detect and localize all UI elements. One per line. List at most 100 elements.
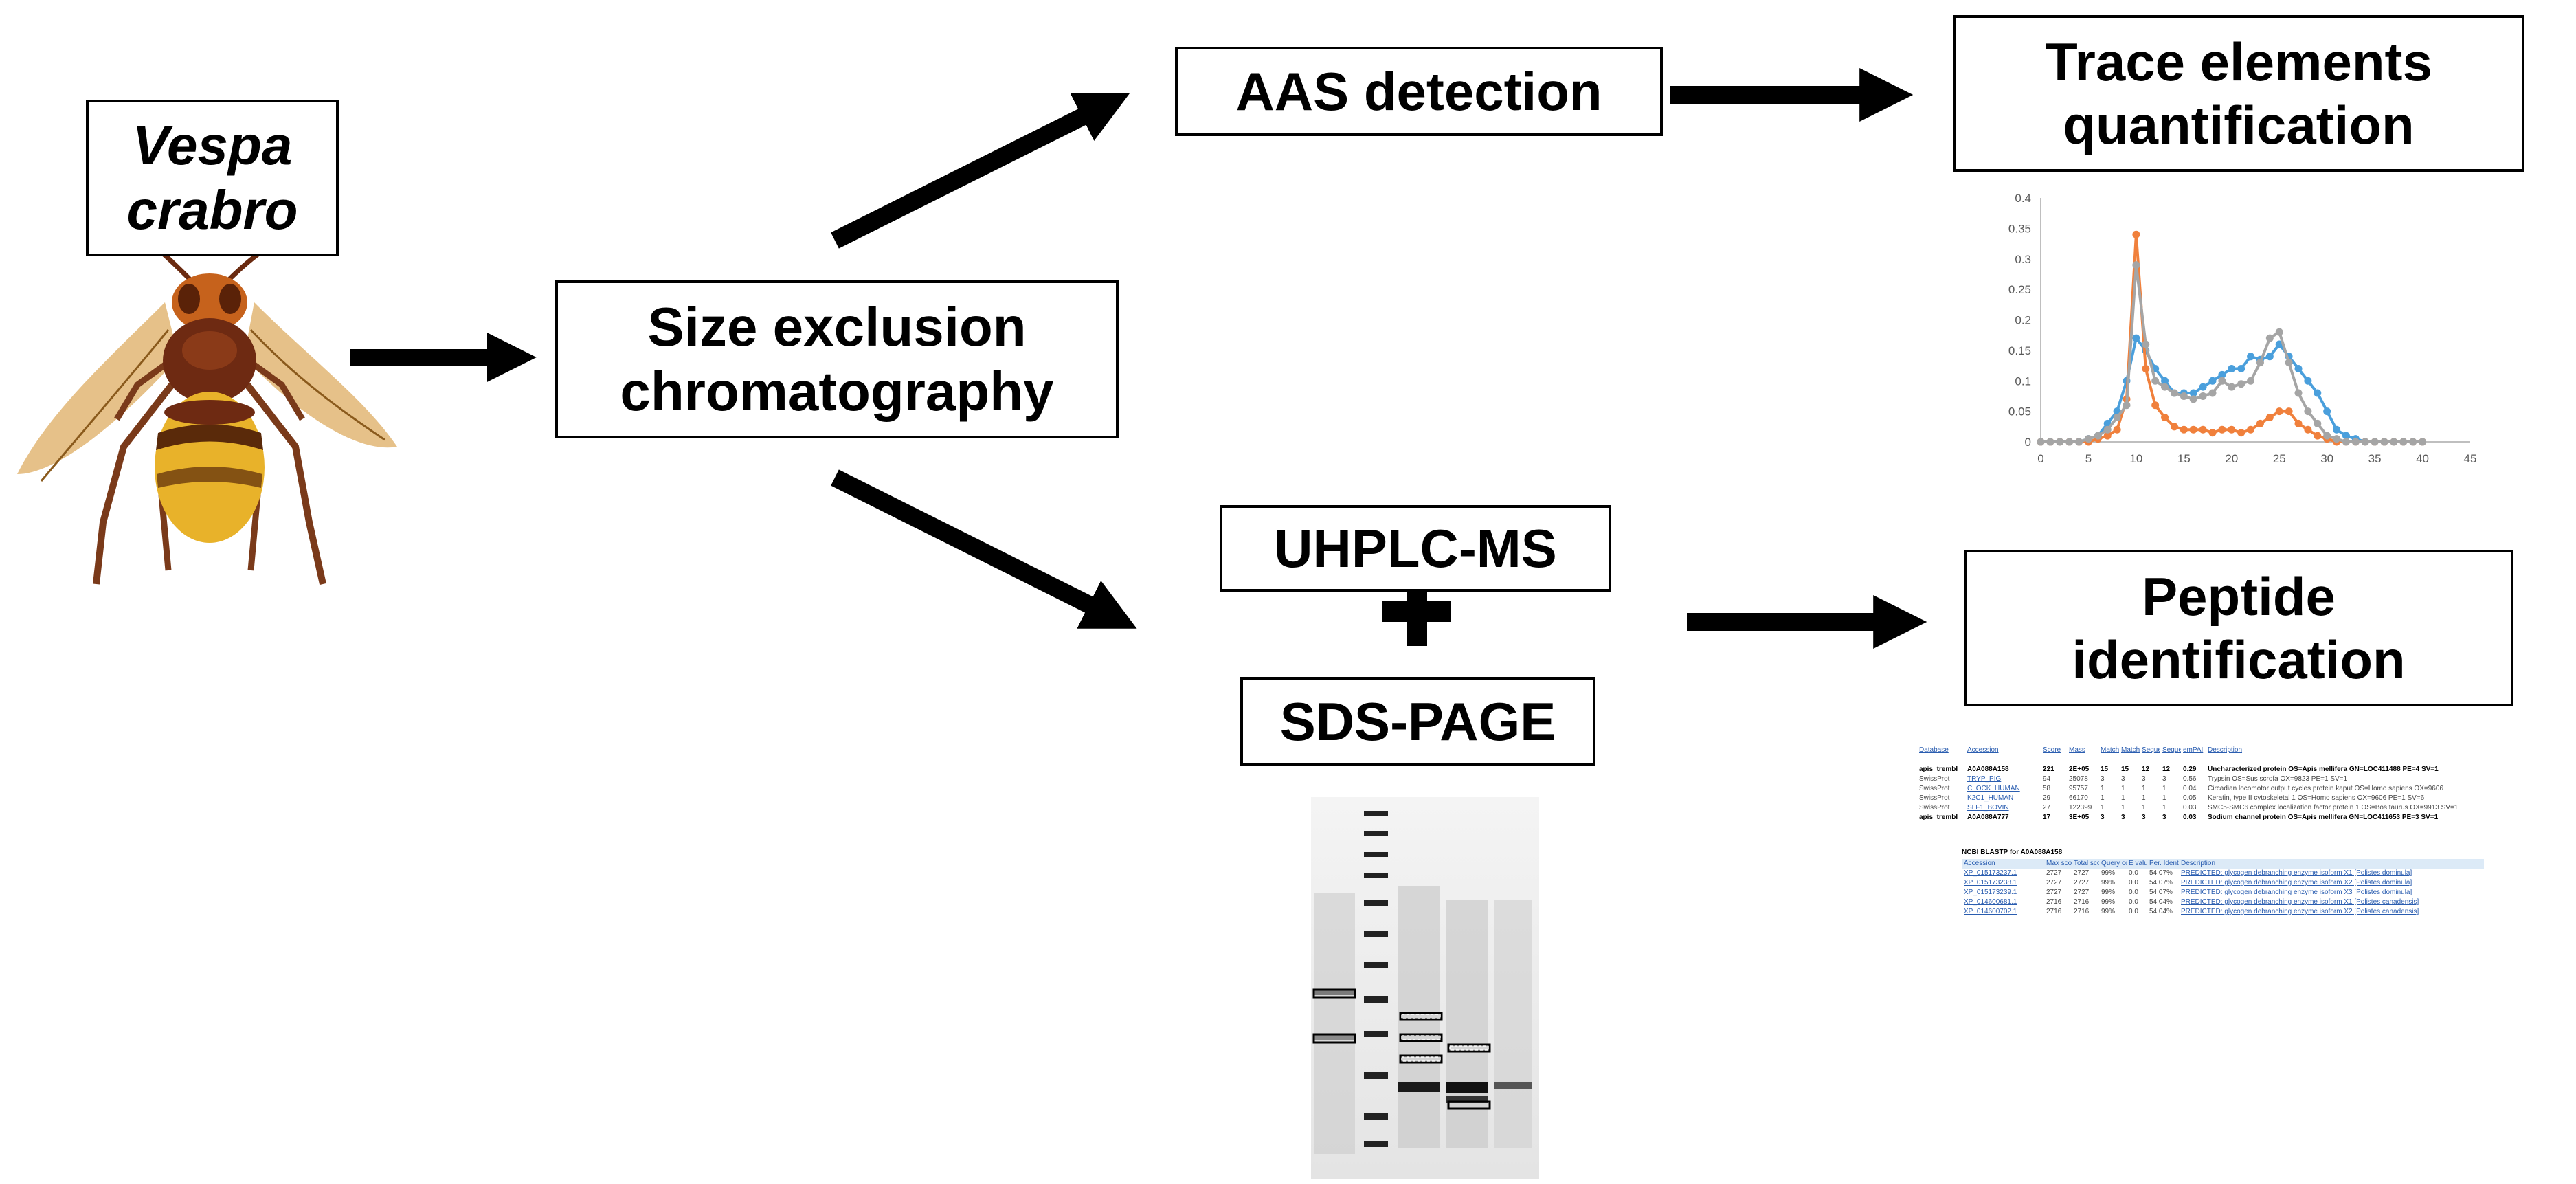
blast-ident: 54.07% (2149, 869, 2173, 877)
chart-data-point (2265, 414, 2274, 421)
chart-data-point (2132, 230, 2140, 238)
blast-query-cover: 99% (2101, 889, 2116, 896)
blast-accession[interactable]: XP_015173238.1 (1964, 879, 2017, 886)
chart-data-point (2419, 438, 2427, 446)
sds-page-box: SDS-PAGE (1240, 677, 1595, 766)
blast-query-cover: 99% (2101, 879, 2116, 886)
header-matches[interactable]: Matches (2101, 746, 2119, 754)
chart-data-point (2247, 377, 2255, 385)
result-empai: 0.56 (2183, 775, 2197, 783)
blast-evalue: 0.0 (2129, 879, 2138, 886)
chart-data-point (2208, 429, 2217, 437)
result-database: SwissProt (1919, 775, 1950, 783)
blast-max-score: 2727 (2046, 869, 2062, 877)
chart-data-point (2314, 432, 2322, 440)
blast-description[interactable]: PREDICTED: glycogen debranching enzyme i… (2181, 879, 2412, 886)
chart-x-tick-label: 10 (2129, 452, 2142, 465)
result-empai: 0.03 (2183, 804, 2197, 812)
blast-accession[interactable]: XP_015173237.1 (1964, 869, 2017, 877)
blast-description[interactable]: PREDICTED: glycogen debranching enzyme i… (2181, 869, 2412, 877)
blast-total-score: 2716 (2074, 898, 2090, 906)
chart-x-tick-label: 5 (2085, 452, 2092, 465)
blast-accession[interactable]: XP_014600681.1 (1964, 898, 2017, 906)
result-database: apis_trembl (1919, 814, 1958, 821)
header-matches-sig[interactable]: Matches (sig) (2121, 746, 2140, 754)
sec-line1: Size exclusion (647, 295, 1027, 357)
chart-y-tick-label: 0.4 (2015, 192, 2031, 205)
result-score: 27 (2043, 804, 2051, 812)
result-accession[interactable]: SLF1_BOVIN (1967, 804, 2009, 812)
chart-data-point (2333, 425, 2341, 434)
uhplc-ms-box: UHPLC-MS (1220, 505, 1611, 592)
blast-ident: 54.04% (2149, 908, 2173, 915)
result-description: Trypsin OS=Sus scrofa OX=9823 PE=1 SV=1 (2208, 775, 2348, 783)
chart-x-tick-label: 45 (2464, 452, 2477, 465)
result-sequences-sig: 12 (2162, 766, 2171, 773)
result-matches: 1 (2101, 785, 2105, 792)
chart-data-point (2208, 377, 2217, 385)
result-score: 221 (2043, 766, 2054, 773)
chart-data-point (2094, 432, 2102, 440)
blast-description[interactable]: PREDICTED: glycogen debranching enzyme i… (2181, 898, 2419, 906)
result-accession[interactable]: CLOCK_HUMAN (1967, 785, 2020, 792)
result-mass: 66170 (2069, 794, 2088, 802)
result-score: 94 (2043, 775, 2051, 783)
result-accession[interactable]: TRYP_PIG (1967, 775, 2002, 783)
header-accession[interactable]: Accession (1967, 746, 1999, 754)
chart-data-point (2409, 438, 2417, 446)
chart-data-point (2399, 438, 2408, 446)
chart-data-point (2237, 429, 2245, 437)
chart-y-tick-label: 0.05 (2008, 405, 2031, 418)
result-sequences: 1 (2142, 804, 2146, 812)
trace-line1: Trace elements (2045, 31, 2432, 92)
chart-y-tick-label: 0.2 (2015, 314, 2031, 327)
blast-evalue: 0.0 (2129, 898, 2138, 906)
result-description: Keratin, type II cytoskeletal 1 OS=Homo … (2208, 794, 2425, 802)
header-score[interactable]: Score (2043, 746, 2061, 754)
header-sequences[interactable]: Sequences (2142, 746, 2160, 754)
result-sequences-sig: 1 (2162, 804, 2166, 812)
chart-data-point (2151, 401, 2160, 410)
header-description[interactable]: Description (2208, 746, 2243, 754)
chart-data-point (2342, 432, 2350, 440)
header-mass[interactable]: Mass (2069, 746, 2085, 754)
result-sequences: 12 (2142, 766, 2150, 773)
chart-x-tick-label: 15 (2177, 452, 2191, 465)
chart-y-tick-label: 0 (2025, 436, 2031, 449)
blast-description[interactable]: PREDICTED: glycogen debranching enzyme i… (2181, 889, 2412, 896)
header-database[interactable]: Database (1919, 746, 1949, 754)
result-accession[interactable]: A0A088A777 (1967, 814, 2009, 821)
result-empai: 0.29 (2183, 766, 2197, 773)
blast-accession[interactable]: XP_015173239.1 (1964, 889, 2017, 896)
blast-header-total: Total score (2074, 860, 2099, 867)
peptide-line2: identification (2072, 629, 2406, 690)
blast-ident: 54.07% (2149, 889, 2173, 896)
chart-data-point (2265, 353, 2274, 361)
chart-x-tick-label: 35 (2368, 452, 2382, 465)
blast-query-cover: 99% (2101, 869, 2116, 877)
blast-description[interactable]: PREDICTED: glycogen debranching enzyme i… (2181, 908, 2419, 915)
result-sequences-sig: 3 (2162, 775, 2166, 783)
result-sequences: 1 (2142, 785, 2146, 792)
result-sequences: 3 (2142, 814, 2146, 821)
chart-data-point (2218, 370, 2226, 379)
chart-data-point (2151, 377, 2160, 385)
chart-data-point (2294, 365, 2303, 372)
chart-data-point (2323, 407, 2331, 416)
chart-data-point (2161, 414, 2169, 421)
chart-data-point (2189, 395, 2197, 403)
header-empai[interactable]: emPAI (2183, 746, 2204, 754)
result-matches: 3 (2101, 775, 2105, 783)
result-accession[interactable]: K2C1_HUMAN (1967, 794, 2014, 802)
blast-evalue: 0.0 (2129, 869, 2138, 877)
trace-line2: quantification (2063, 95, 2415, 155)
uhplc-label: UHPLC-MS (1274, 517, 1557, 579)
blast-evalue: 0.0 (2129, 908, 2138, 915)
chart-data-point (2084, 435, 2092, 443)
result-accession[interactable]: A0A088A158 (1967, 766, 2009, 773)
blast-accession[interactable]: XP_014600702.1 (1964, 908, 2017, 915)
header-sequences-sig[interactable]: Sequences (sig) (2162, 746, 2181, 754)
chart-data-point (2285, 359, 2293, 367)
